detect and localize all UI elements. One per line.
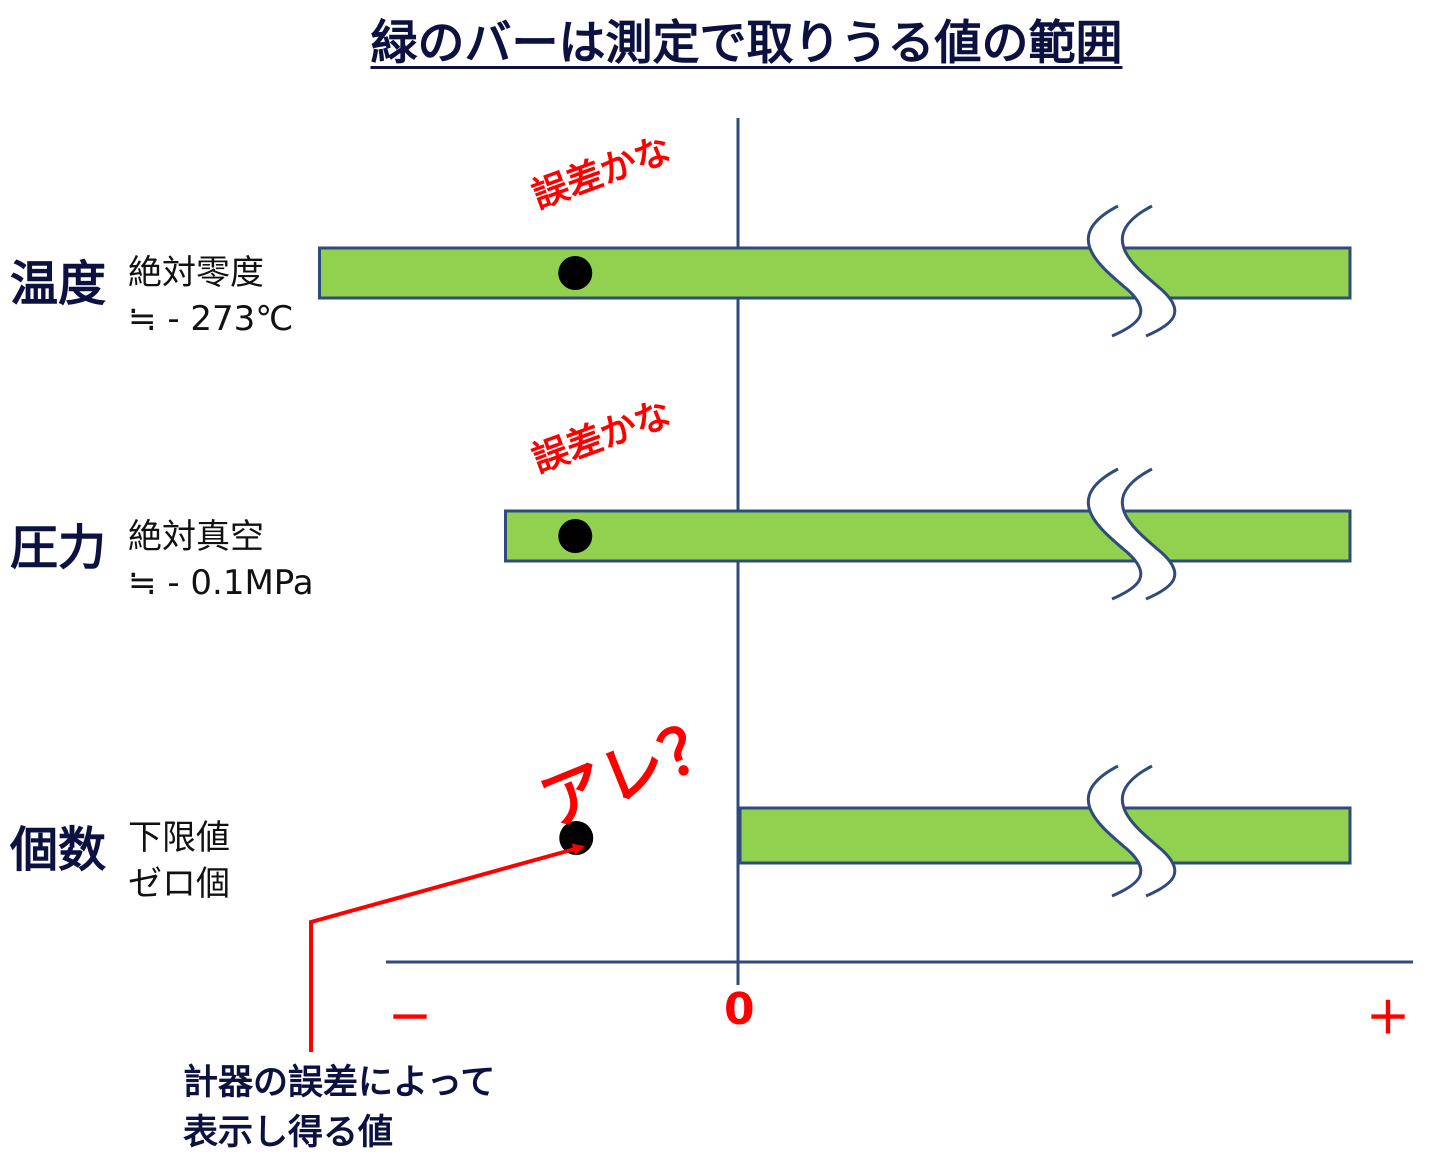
range-bar-count <box>738 806 1352 865</box>
note-line1: 計器の誤差によって <box>183 1063 496 1103</box>
axis-zero-label: 0 <box>724 984 755 1035</box>
sublabel-temperature: 絶対零度 ≒ - 273℃ <box>128 250 293 342</box>
sublabel-pressure-line1: 絶対真空 <box>128 517 264 557</box>
wavy-break-icon <box>1086 467 1177 601</box>
category-label-temperature: 温度 <box>10 256 107 312</box>
measured-value-dot-pressure <box>558 519 593 553</box>
wavy-break-icon <box>1086 764 1177 898</box>
range-bar-pressure <box>504 509 1352 563</box>
axis-minus-label: － <box>388 993 432 1044</box>
sublabel-temperature-line1: 絶対零度 <box>128 253 264 293</box>
pointer-arrow <box>309 843 585 1052</box>
axis-plus-label: ＋ <box>1366 993 1410 1044</box>
page-title: 緑のバーは測定で取りうる値の範囲 <box>370 16 1123 71</box>
measured-value-dot-temperature <box>558 256 593 290</box>
category-label-count: 個数 <box>10 822 107 878</box>
sublabel-pressure: 絶対真空 ≒ - 0.1MPa <box>128 514 314 606</box>
sublabel-count-line2: ゼロ個 <box>128 864 230 904</box>
wavy-break-icon <box>1086 204 1177 338</box>
category-label-pressure: 圧力 <box>10 520 107 576</box>
sublabel-count: 下限値 ゼロ個 <box>128 815 230 907</box>
note-line2: 表示し得る値 <box>183 1113 394 1153</box>
sublabel-pressure-line2: ≒ - 0.1MPa <box>128 563 314 603</box>
note-text: 計器の誤差によって 表示し得る値 <box>183 1058 495 1158</box>
sublabel-count-line1: 下限値 <box>128 818 230 858</box>
sublabel-temperature-line2: ≒ - 273℃ <box>128 299 294 339</box>
range-bar-temperature <box>318 246 1352 300</box>
rows-layer <box>318 204 1352 898</box>
